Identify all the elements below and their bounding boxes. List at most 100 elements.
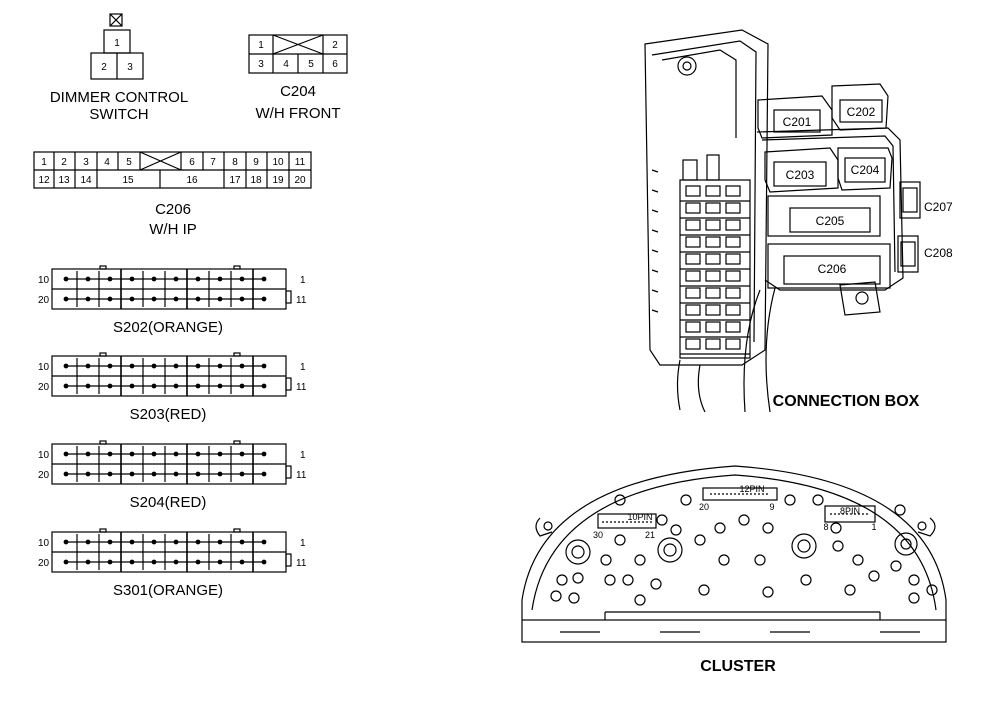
c206-pin-20: 20 <box>294 175 306 186</box>
bulb-socket <box>762 586 774 598</box>
cluster-8pin-right: 1 <box>871 522 876 532</box>
bulb-socket <box>754 554 766 566</box>
splice-left-top: 10 <box>38 275 50 286</box>
fuse-slot <box>705 287 721 299</box>
fuse-slot <box>705 304 721 316</box>
splice-caption-2: S204(RED) <box>130 494 207 511</box>
bulb-socket <box>634 594 646 606</box>
splice-left-bottom: 20 <box>38 295 50 306</box>
fuse-slot <box>725 219 741 231</box>
cb-label-c203: C203 <box>786 168 815 182</box>
bulb-socket <box>890 560 902 572</box>
splice-pin <box>261 559 267 565</box>
splice-right-bottom: 11 <box>296 558 307 569</box>
c204-pin-1: 1 <box>258 40 264 51</box>
splice-left-top: 10 <box>38 450 50 461</box>
bulb-socket <box>614 534 626 546</box>
c206-caption-line1: C206 <box>155 201 191 218</box>
bulb-socket <box>680 494 692 506</box>
splice-pin <box>261 276 267 282</box>
c206-pin-16: 16 <box>186 175 198 186</box>
c206-pin-13: 13 <box>58 175 70 186</box>
fuse-slot <box>705 321 721 333</box>
fuse-slot <box>705 253 721 265</box>
c206-pin-6: 6 <box>189 157 195 168</box>
splice-caption-1: S203(RED) <box>130 406 207 423</box>
fuse-slot <box>725 287 741 299</box>
bulb-socket <box>784 494 796 506</box>
cb-label-c204: C204 <box>851 163 880 177</box>
fuse-slot <box>685 253 701 265</box>
bulb-socket <box>908 592 920 604</box>
splice-pin <box>261 383 267 389</box>
splice-right-top: 1 <box>300 362 306 373</box>
splice-blocks: 1020111S202(ORANGE)1020111S203(RED)10201… <box>38 265 307 599</box>
fuse-slot <box>685 219 701 231</box>
bulb-socket <box>656 514 668 526</box>
bulb-socket <box>634 554 646 566</box>
splice-left-bottom: 20 <box>38 382 50 393</box>
cluster-8pin-label: 8PIN <box>840 506 860 516</box>
c206-pin-17: 17 <box>229 175 241 186</box>
splice-caption-3: S301(ORANGE) <box>113 582 223 599</box>
fuse-slot <box>705 338 721 350</box>
c206-connector <box>33 151 312 189</box>
c204-pin-5: 5 <box>308 59 314 70</box>
dimmer-pin-2: 2 <box>101 62 107 73</box>
dimmer-control-switch-connector <box>90 13 144 80</box>
bulb-socket <box>718 554 730 566</box>
bulb-socket <box>694 534 706 546</box>
bulb-socket <box>832 540 844 552</box>
bulb-socket <box>762 522 774 534</box>
fuse-slot <box>725 321 741 333</box>
cb-label-c201: C201 <box>783 115 812 129</box>
splice-pin <box>261 471 267 477</box>
cluster-8pin-left: 8 <box>823 522 828 532</box>
bulb-socket <box>738 514 750 526</box>
bulb-socket <box>894 504 906 516</box>
bulb-socket <box>670 524 682 536</box>
c206-pin-7: 7 <box>210 157 216 168</box>
cb-label-c202: C202 <box>847 105 876 119</box>
c206-pin-9: 9 <box>253 157 259 168</box>
fuse-slot <box>685 338 701 350</box>
c206-pin-1: 1 <box>41 157 47 168</box>
bulb-socket <box>830 522 842 534</box>
bulb-socket <box>622 574 634 586</box>
splice-right-bottom: 11 <box>296 382 307 393</box>
c204-pin-4: 4 <box>283 59 289 70</box>
cluster-10pin-label: 10PIN <box>627 512 652 522</box>
c204-pin-3: 3 <box>258 59 264 70</box>
c206-pin-19: 19 <box>272 175 284 186</box>
c206-pin-12: 12 <box>38 175 50 186</box>
cb-label-c206: C206 <box>818 262 847 276</box>
c204-caption-line2: W/H FRONT <box>256 105 341 122</box>
cluster-caption: CLUSTER <box>700 658 776 675</box>
fuse-slot <box>705 185 721 197</box>
cluster-bulb-sockets <box>550 494 938 606</box>
c206-pin-10: 10 <box>272 157 284 168</box>
cluster-drawing <box>521 465 947 643</box>
splice-right-top: 1 <box>300 538 306 549</box>
cb-label-c205: C205 <box>816 214 845 228</box>
fuse-slot <box>685 321 701 333</box>
bulb-socket <box>812 494 824 506</box>
cluster-12pin-label: 12PIN <box>739 484 764 494</box>
c206-pin-8: 8 <box>232 157 238 168</box>
bulb-socket <box>698 584 710 596</box>
c204-pin-2: 2 <box>332 40 338 51</box>
fuse-slot <box>725 185 741 197</box>
splice-pin <box>261 296 267 302</box>
c206-caption-line2: W/H IP <box>149 221 197 238</box>
fuse-slot <box>685 304 701 316</box>
dimmer-pin-3: 3 <box>127 62 133 73</box>
c206-pin-18: 18 <box>250 175 262 186</box>
bulb-socket <box>852 554 864 566</box>
fuse-slot <box>725 338 741 350</box>
bulb-socket <box>550 590 562 602</box>
splice-right-bottom: 11 <box>296 470 307 481</box>
fuse-slot <box>725 253 741 265</box>
splice-left-top: 10 <box>38 362 50 373</box>
